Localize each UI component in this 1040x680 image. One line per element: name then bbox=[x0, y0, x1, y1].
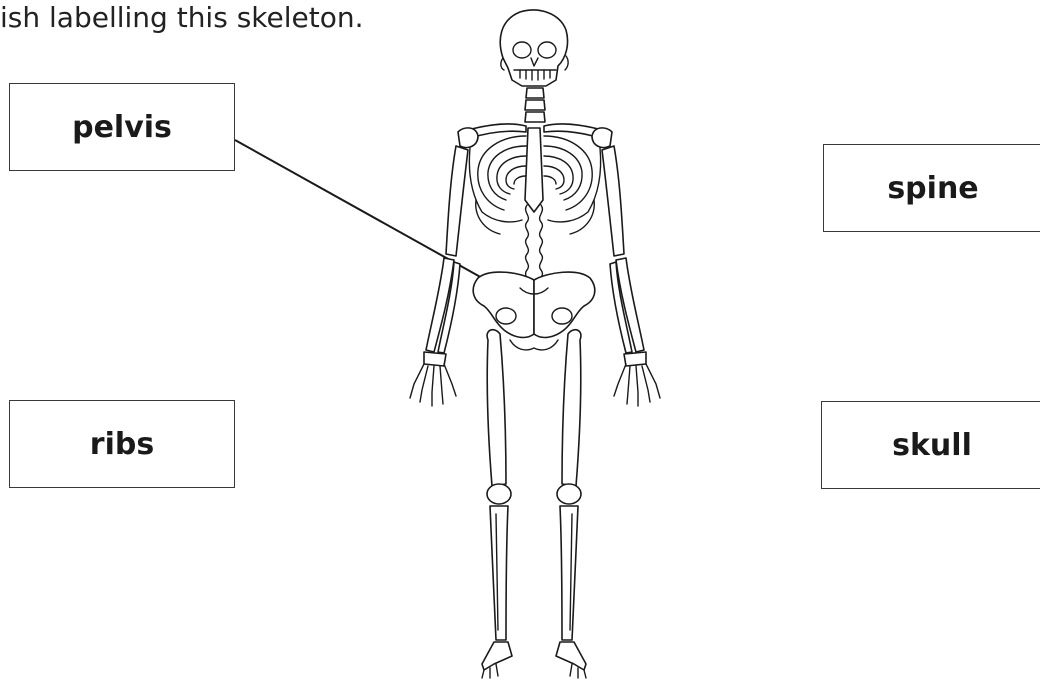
skeleton-figure bbox=[410, 10, 660, 678]
foot-bones bbox=[482, 642, 586, 678]
spine-bone bbox=[525, 88, 545, 286]
hand-bones bbox=[410, 352, 660, 406]
leg-bones bbox=[487, 330, 581, 640]
skull-bone bbox=[500, 10, 568, 86]
